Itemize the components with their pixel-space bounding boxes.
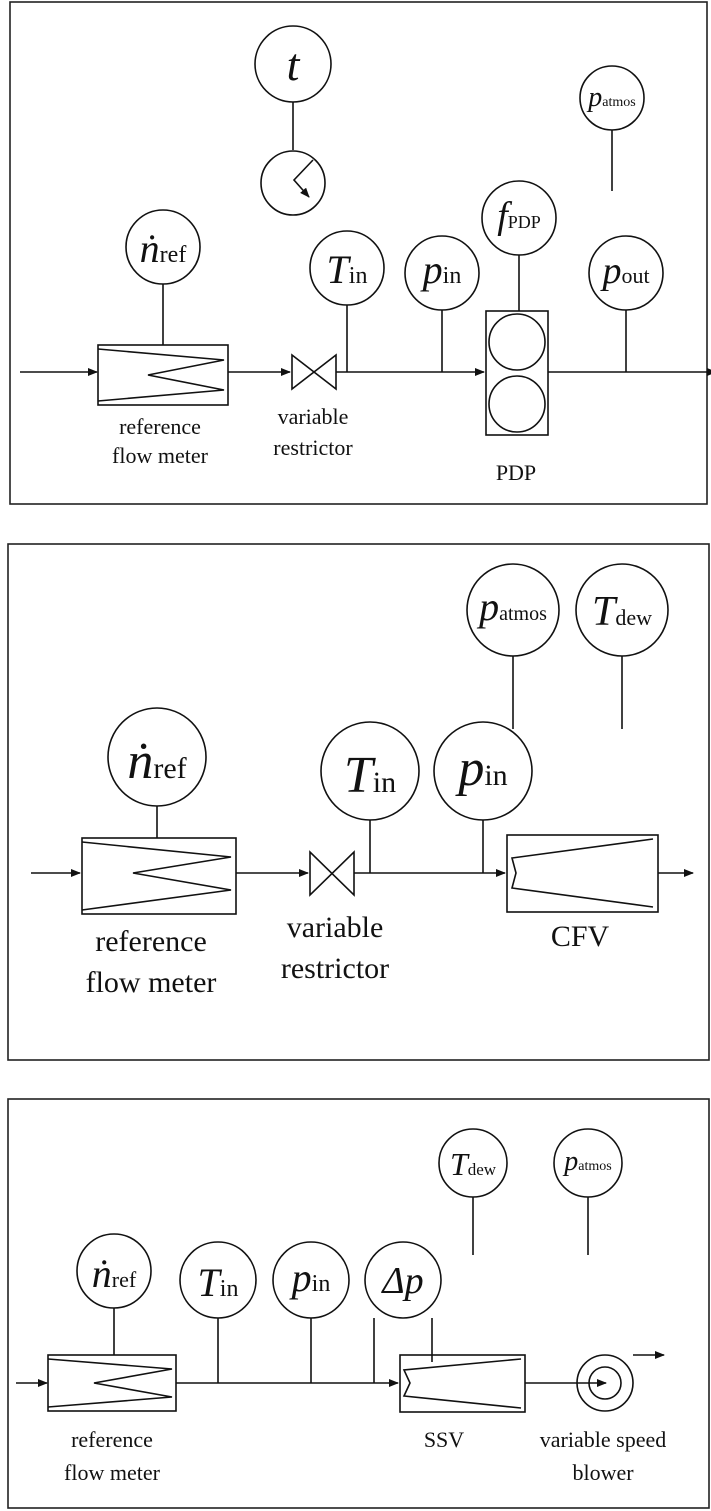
- pdp-device: [485, 310, 549, 436]
- t-in-instrument: Tin: [309, 230, 385, 306]
- ssv-label: SSV: [424, 1427, 464, 1452]
- svg-text:ṅref: ṅref: [140, 226, 187, 271]
- reference-flow-meter: [47, 1354, 177, 1412]
- pdp-label: PDP: [496, 460, 536, 485]
- reference-flow-meter: [97, 344, 229, 406]
- svg-text:pout: pout: [599, 250, 649, 292]
- svg-text:Tin: Tin: [198, 1260, 239, 1305]
- p-atmos-instrument: patmos: [466, 563, 560, 657]
- svg-text:ṅref: ṅref: [127, 733, 186, 790]
- delta-p-instrument: Δp: [364, 1241, 442, 1319]
- restrictor-label-1: variable: [278, 404, 349, 429]
- blower-label-1: variable speed: [540, 1427, 666, 1452]
- svg-text:pin: pin: [289, 1255, 331, 1300]
- time-symbol: t: [287, 39, 301, 90]
- n-ref-instrument: ṅref: [125, 209, 201, 285]
- svg-text:Δp: Δp: [380, 1260, 423, 1302]
- n-ref-symbol: ṅ: [140, 226, 160, 271]
- flow-meter-label-2: flow meter: [112, 443, 209, 468]
- variable-restrictor-valve: [291, 353, 337, 391]
- p-in-instrument: pin: [404, 235, 480, 311]
- blower-label-2: blower: [572, 1460, 634, 1485]
- blower-icon: [576, 1354, 634, 1412]
- panel-ssv-frame: [7, 1098, 710, 1509]
- svg-text:patmos: patmos: [586, 82, 635, 113]
- svg-text:patmos: patmos: [562, 1146, 611, 1177]
- svg-text:Tin: Tin: [344, 747, 396, 804]
- t-in-instrument: Tin: [179, 1241, 257, 1319]
- n-ref-instrument: ṅref: [107, 707, 207, 807]
- restrictor-label-1: variable: [287, 911, 384, 944]
- svg-text:pin: pin: [454, 740, 507, 797]
- svg-text:Tin: Tin: [327, 247, 368, 292]
- n-ref-instrument: ṅref: [76, 1233, 152, 1309]
- reference-flow-meter: [81, 837, 237, 915]
- svg-text:pin: pin: [420, 247, 462, 292]
- restrictor-label-2: restrictor: [273, 435, 353, 460]
- t-in-instrument: Tin: [320, 721, 420, 821]
- clock-icon: [260, 150, 326, 216]
- flow-meter-label-1: reference: [119, 414, 201, 439]
- p-in-instrument: pin: [433, 721, 533, 821]
- panel-cfv-frame: [7, 543, 710, 1061]
- svg-text:ṅref: ṅref: [92, 1251, 137, 1296]
- svg-text:patmos: patmos: [476, 584, 547, 629]
- t-dew-instrument: Tdew: [575, 563, 669, 657]
- cfv-device: [506, 834, 659, 913]
- restrictor-label-2: restrictor: [281, 952, 389, 985]
- n-ref-subscript: ref: [160, 242, 187, 268]
- p-in-instrument: pin: [272, 1241, 350, 1319]
- f-pdp-instrument: fPDP: [481, 180, 557, 256]
- svg-text:Tdew: Tdew: [592, 589, 652, 635]
- flow-meter-label-1: reference: [71, 1427, 153, 1452]
- svg-text:Tdew: Tdew: [450, 1146, 497, 1182]
- flow-meter-label-2: flow meter: [64, 1460, 161, 1485]
- panel-cfv: ṅref Tin pin patmos Tdew re: [7, 543, 710, 1061]
- ssv-device: [399, 1354, 526, 1413]
- panel-ssv: ṅref Tin pin Δp Tdew: [7, 1098, 710, 1509]
- panel-pdp-frame: [9, 1, 708, 505]
- time-instrument: t: [254, 25, 332, 103]
- p-atmos-instrument: patmos: [553, 1128, 623, 1198]
- p-out-instrument: pout: [588, 235, 664, 311]
- flow-meter-label-1: reference: [95, 925, 207, 958]
- flow-meter-label-2: flow meter: [86, 966, 217, 999]
- variable-restrictor-valve: [309, 850, 355, 897]
- p-atmos-instrument: patmos: [579, 65, 645, 131]
- panel-pdp: t ṅref Tin pin: [9, 1, 711, 505]
- cfv-label: CFV: [551, 920, 610, 953]
- t-dew-instrument: Tdew: [438, 1128, 508, 1198]
